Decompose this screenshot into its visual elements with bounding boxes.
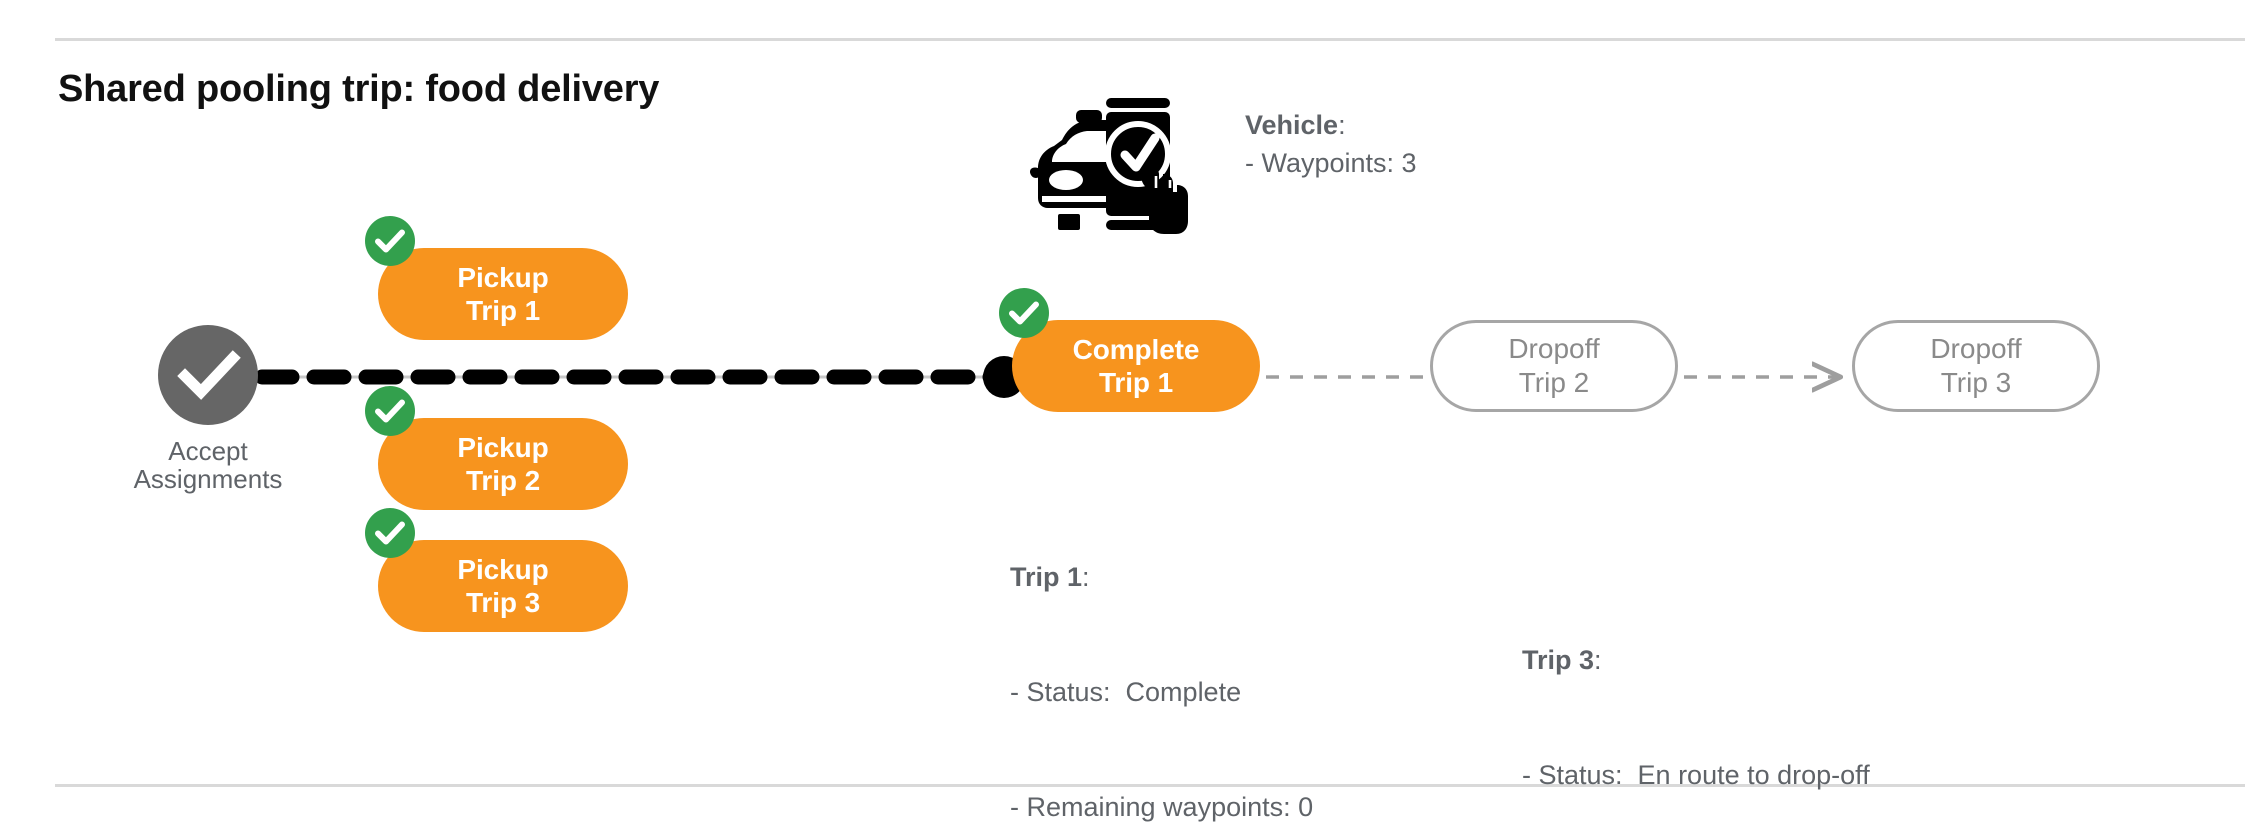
complete-trip-1-line1: Complete [1072, 333, 1200, 365]
trip-details-right: Trip 3: - Status: En route to drop-off -… [1522, 564, 1870, 825]
trip-details-left: Trip 1: - Status: Complete - Remaining w… [1010, 481, 1358, 825]
pickup-trip-1-pill[interactable]: Pickup Trip 1 [378, 248, 628, 340]
trip-3-heading-line: Trip 3: [1522, 644, 1602, 675]
vehicle-heading-colon: : [1338, 110, 1346, 140]
accept-assignments-label: Accept Assignments [106, 437, 310, 493]
pickup-trip-3-pill[interactable]: Pickup Trip 3 [378, 540, 628, 632]
dropoff-trip-2-line2: Trip 2 [1518, 367, 1590, 398]
trip-1-waypoints: - Remaining waypoints: 0 [1010, 791, 1314, 822]
check-badge-icon-pickup-3 [365, 508, 415, 558]
pickup-trip-3-line1: Pickup [457, 553, 549, 585]
accept-label-line1: Accept [168, 436, 248, 466]
check-badge-icon-pickup-2 [365, 386, 415, 436]
dropoff-trip-2-line1: Dropoff [1508, 333, 1600, 365]
pickup-trip-2-pill[interactable]: Pickup Trip 2 [378, 418, 628, 510]
dropoff-trip-2-pill[interactable]: Dropoff Trip 2 [1430, 320, 1678, 412]
vehicle-heading-line: Vehicle: [1245, 106, 1417, 144]
accept-assignments-node[interactable]: Accept Assignments [134, 325, 282, 493]
check-badge-icon-complete-1 [999, 288, 1049, 338]
pickup-trip-2-line1: Pickup [457, 431, 549, 463]
top-divider [55, 38, 2245, 41]
check-circle-icon [158, 325, 258, 425]
pickup-trip-1-line1: Pickup [457, 261, 549, 293]
trip-3-heading: Trip 3 [1522, 644, 1595, 675]
vehicle-waypoints: - Waypoints: 3 [1245, 148, 1417, 179]
dropoff-trip-3-line1: Dropoff [1930, 333, 2022, 365]
trip-1-heading: Trip 1 [1010, 561, 1083, 592]
accept-label-line2: Assignments [133, 464, 283, 495]
pickup-trip-3-line2: Trip 3 [465, 587, 541, 618]
complete-trip-1-pill[interactable]: Complete Trip 1 [1012, 320, 1260, 412]
page-title: Shared pooling trip: food delivery [58, 68, 660, 110]
dropoff-trip-3-line2: Trip 3 [1940, 367, 2012, 398]
trip-1-heading-line: Trip 1: [1010, 561, 1090, 592]
complete-trip-1-line2: Trip 1 [1098, 367, 1174, 398]
car-phone-check-icon [1029, 88, 1188, 238]
trip-1-status: - Status: Complete [1010, 676, 1242, 707]
trip-3-status: - Status: En route to drop-off [1522, 759, 1870, 790]
bottom-divider [55, 784, 2245, 787]
pickup-trip-1-line2: Trip 1 [465, 295, 541, 326]
pickup-trip-2-line2: Trip 2 [465, 465, 541, 496]
vehicle-heading: Vehicle [1245, 110, 1339, 140]
check-badge-icon-pickup-1 [365, 216, 415, 266]
dropoff-trip-3-pill[interactable]: Dropoff Trip 3 [1852, 320, 2100, 412]
vehicle-info-block: Vehicle: - Waypoints: 3 [1245, 106, 1417, 183]
